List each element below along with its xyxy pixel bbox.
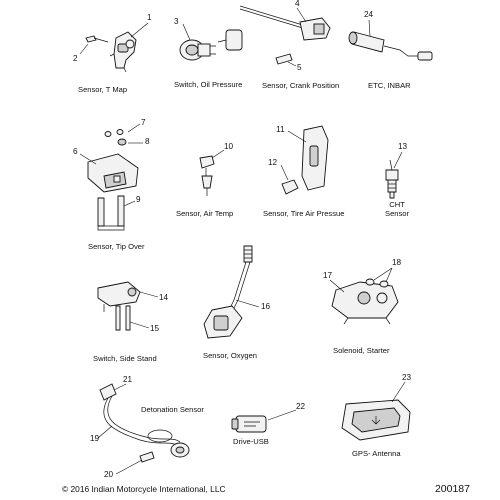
callout-6: 6: [73, 147, 78, 156]
tip-over-sensor-illustration: [79, 123, 143, 231]
caption-tip-over: Sensor, Tip Over: [88, 242, 145, 251]
callout-8: 8: [145, 137, 150, 146]
caption-t-map: Sensor, T Map: [78, 85, 128, 94]
callout-19: 19: [90, 434, 100, 443]
callout-4: 4: [295, 0, 300, 8]
callout-10: 10: [224, 142, 234, 151]
oxygen-sensor-illustration: [203, 245, 260, 339]
caption-oxygen: Sensor, Oxygen: [203, 351, 258, 360]
caption-cht-sensor: CHT Sensor: [385, 200, 410, 218]
gps-antenna-illustration: [341, 381, 411, 441]
callout-12: 12: [268, 158, 278, 167]
etc-inbar-illustration: [348, 19, 433, 61]
caption-tire-air-pressure: Sensor, Tire Air Pressue: [263, 209, 345, 218]
caption-side-stand: Switch, Side Stand: [93, 354, 157, 363]
tire-air-pressure-sensor-illustration: [280, 125, 329, 195]
side-stand-switch-illustration: [97, 281, 159, 331]
callout-11: 11: [276, 125, 285, 134]
callout-21: 21: [123, 375, 133, 384]
callout-23: 23: [402, 373, 412, 382]
cht-sensor-illustration: [385, 151, 403, 199]
caption-oil-pressure: Switch, Oil Pressure: [174, 80, 243, 89]
oil-pressure-switch-illustration: [179, 23, 243, 61]
callout-3: 3: [174, 17, 179, 26]
document-number: 200187: [434, 483, 470, 495]
caption-air-temp: Sensor, Air Temp: [176, 209, 234, 218]
t-map-sensor-illustration: [79, 22, 149, 73]
callout-2: 2: [73, 54, 78, 63]
caption-etc-inbar: ETC, INBAR: [368, 81, 411, 90]
callout-16: 16: [261, 302, 271, 311]
callout-5: 5: [297, 63, 302, 72]
usb-drive-illustration: [231, 409, 297, 433]
caption-detonation: Detonation Sensor: [141, 405, 204, 414]
callout-20: 20: [104, 470, 114, 479]
callout-1: 1: [147, 13, 152, 22]
callout-22: 22: [296, 402, 306, 411]
copyright-notice: © 2016 Indian Motorcycle International, …: [62, 484, 226, 494]
callout-15: 15: [150, 324, 160, 333]
caption-crank-position: Sensor, Crank Position: [262, 81, 340, 90]
crank-position-sensor-illustration: [239, 5, 331, 67]
callout-17: 17: [323, 271, 333, 280]
callout-18: 18: [392, 258, 402, 267]
callout-14: 14: [159, 293, 169, 302]
starter-solenoid-illustration: [329, 267, 399, 325]
caption-drive-usb: Drive-USB: [233, 437, 269, 446]
detonation-sensor-illustration: [97, 383, 190, 475]
callout-13: 13: [398, 142, 408, 151]
callout-24: 24: [364, 10, 374, 19]
caption-gps-antenna: GPS- Antenna: [352, 449, 401, 458]
air-temp-sensor-illustration: [199, 149, 225, 196]
callout-7: 7: [141, 118, 146, 127]
caption-starter: Solenoid, Starter: [333, 346, 390, 355]
callout-9: 9: [136, 195, 141, 204]
